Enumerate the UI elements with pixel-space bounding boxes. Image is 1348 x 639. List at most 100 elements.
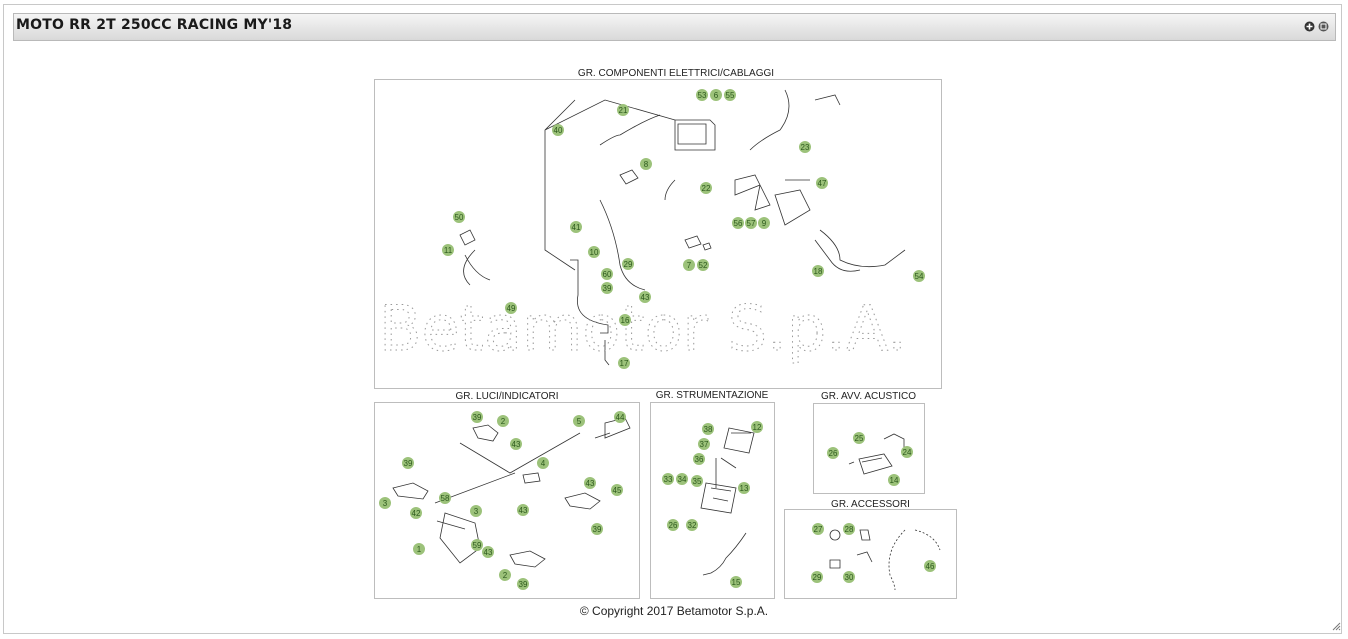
part-number-bubble[interactable]: 15 xyxy=(730,576,742,588)
part-number-label: 39 xyxy=(603,284,612,293)
part-number-label: 52 xyxy=(699,261,708,270)
part-number-bubble[interactable]: 44 xyxy=(614,411,626,423)
part-number-bubble[interactable]: 4 xyxy=(537,457,549,469)
part-number-bubble[interactable]: 28 xyxy=(843,523,855,535)
part-number-label: 24 xyxy=(903,448,912,457)
part-number-bubble[interactable]: 12 xyxy=(751,421,763,433)
part-number-bubble[interactable]: 42 xyxy=(410,507,422,519)
part-number-label: 23 xyxy=(801,143,810,152)
part-number-bubble[interactable]: 43 xyxy=(517,504,529,516)
part-number-bubble[interactable]: 23 xyxy=(799,141,811,153)
part-number-bubble[interactable]: 54 xyxy=(913,270,925,282)
part-number-label: 29 xyxy=(624,260,633,269)
part-number-bubble[interactable]: 43 xyxy=(510,438,522,450)
part-number-bubble[interactable]: 36 xyxy=(693,453,705,465)
part-number-bubble[interactable]: 21 xyxy=(617,104,629,116)
part-number-bubble[interactable]: 43 xyxy=(639,291,651,303)
part-number-bubble[interactable]: 41 xyxy=(570,221,582,233)
part-number-bubble[interactable]: 24 xyxy=(901,446,913,458)
part-number-bubble[interactable]: 7 xyxy=(683,259,695,271)
part-number-bubble[interactable]: 43 xyxy=(482,546,494,558)
part-number-label: 59 xyxy=(473,541,482,550)
add-icon[interactable] xyxy=(1304,21,1315,32)
part-number-label: 55 xyxy=(726,91,735,100)
part-number-bubble[interactable]: 16 xyxy=(619,314,631,326)
part-number-bubble[interactable]: 2 xyxy=(497,415,509,427)
part-number-label: 39 xyxy=(593,525,602,534)
part-number-bubble[interactable]: 57 xyxy=(745,217,757,229)
part-number-bubble[interactable]: 17 xyxy=(618,357,630,369)
part-number-bubble[interactable]: 34 xyxy=(676,473,688,485)
part-number-bubble[interactable]: 47 xyxy=(816,177,828,189)
part-number-label: 26 xyxy=(829,449,838,458)
part-number-bubble[interactable]: 14 xyxy=(888,474,900,486)
part-number-bubble[interactable]: 39 xyxy=(471,411,483,423)
part-number-bubble[interactable]: 32 xyxy=(686,519,698,531)
part-number-bubble[interactable]: 43 xyxy=(584,477,596,489)
part-number-label: 3 xyxy=(474,507,479,516)
part-number-bubble[interactable]: 59 xyxy=(471,539,483,551)
part-number-bubble[interactable]: 18 xyxy=(812,265,824,277)
part-number-bubble[interactable]: 26 xyxy=(667,519,679,531)
part-number-bubble[interactable]: 40 xyxy=(552,124,564,136)
part-number-bubble[interactable]: 58 xyxy=(439,492,451,504)
group-title-lights: GR. LUCI/INDICATORI xyxy=(455,391,559,402)
part-number-bubble[interactable]: 50 xyxy=(453,211,465,223)
part-number-label: 34 xyxy=(678,475,687,484)
part-number-bubble[interactable]: 6 xyxy=(710,89,722,101)
part-number-bubble[interactable]: 52 xyxy=(697,259,709,271)
part-number-label: 36 xyxy=(695,455,704,464)
window-icon[interactable] xyxy=(1318,21,1329,32)
part-number-bubble[interactable]: 9 xyxy=(758,217,770,229)
part-number-bubble[interactable]: 39 xyxy=(591,523,603,535)
part-number-label: 3 xyxy=(383,499,388,508)
part-number-bubble[interactable]: 11 xyxy=(442,244,454,256)
part-number-bubble[interactable]: 49 xyxy=(505,302,517,314)
part-number-label: 47 xyxy=(818,179,827,188)
part-number-bubble[interactable]: 46 xyxy=(924,560,936,572)
part-number-bubble[interactable]: 13 xyxy=(738,482,750,494)
part-number-label: 39 xyxy=(404,459,413,468)
part-number-label: 43 xyxy=(484,548,493,557)
part-number-bubble[interactable]: 56 xyxy=(732,217,744,229)
part-number-bubble[interactable]: 1 xyxy=(413,543,425,555)
header-icons xyxy=(1304,21,1329,32)
part-number-bubble[interactable]: 33 xyxy=(662,473,674,485)
part-number-bubble[interactable]: 26 xyxy=(827,447,839,459)
part-number-bubble[interactable]: 35 xyxy=(691,475,703,487)
part-number-bubble[interactable]: 55 xyxy=(724,89,736,101)
group-title-horn: GR. AVV. ACUSTICO xyxy=(820,391,917,402)
part-number-label: 30 xyxy=(845,573,854,582)
window-header: MOTO RR 2T 250CC RACING MY'18 xyxy=(13,13,1336,41)
part-number-bubble[interactable]: 29 xyxy=(811,571,823,583)
part-number-bubble[interactable]: 8 xyxy=(640,158,652,170)
part-number-bubble[interactable]: 30 xyxy=(843,571,855,583)
part-number-bubble[interactable]: 60 xyxy=(601,268,613,280)
part-number-bubble[interactable]: 27 xyxy=(812,523,824,535)
part-number-bubble[interactable]: 3 xyxy=(379,497,391,509)
part-number-bubble[interactable]: 39 xyxy=(402,457,414,469)
part-number-bubble[interactable]: 29 xyxy=(622,258,634,270)
part-number-bubble[interactable]: 39 xyxy=(601,282,613,294)
part-number-bubble[interactable]: 53 xyxy=(696,89,708,101)
part-number-bubble[interactable]: 45 xyxy=(611,484,623,496)
part-number-bubble[interactable]: 37 xyxy=(698,438,710,450)
part-number-label: 46 xyxy=(926,562,935,571)
part-number-bubble[interactable]: 5 xyxy=(573,415,585,427)
part-number-bubble[interactable]: 10 xyxy=(588,246,600,258)
part-number-bubble[interactable]: 3 xyxy=(470,505,482,517)
diagram-horn[interactable]: 25 26 24 14 xyxy=(813,403,925,494)
diagram-instruments[interactable]: 38 12 37 36 33 34 35 13 26 32 15 xyxy=(650,402,775,599)
part-number-bubble[interactable]: 39 xyxy=(517,578,529,590)
part-number-label: 6 xyxy=(714,91,719,100)
part-number-label: 11 xyxy=(444,246,453,255)
resize-handle-icon[interactable] xyxy=(1332,622,1341,631)
diagram-accessories[interactable]: 27 28 29 30 46 xyxy=(784,509,957,599)
part-number-bubble[interactable]: 38 xyxy=(702,423,714,435)
part-number-bubble[interactable]: 25 xyxy=(853,432,865,444)
part-number-bubble[interactable]: 22 xyxy=(700,182,712,194)
part-number-bubble[interactable]: 2 xyxy=(499,569,511,581)
part-number-label: 21 xyxy=(619,106,628,115)
